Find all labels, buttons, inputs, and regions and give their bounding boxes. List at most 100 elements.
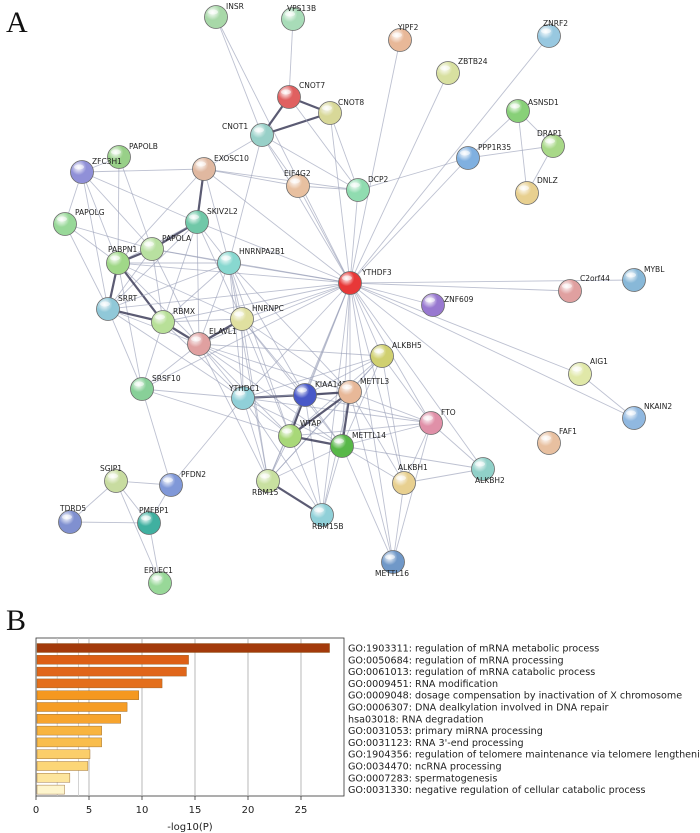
node-znf609[interactable]: ZNF609 — [421, 293, 474, 317]
node-fto[interactable]: FTO — [419, 408, 456, 435]
node-tdrd5[interactable]: TDRD5 — [58, 504, 87, 534]
node-pabpn1[interactable]: PABPN1 — [106, 245, 138, 275]
node-mettl16[interactable]: METTL16 — [375, 550, 409, 579]
edge-rbmx-ythdf3 — [162, 282, 351, 323]
edge-vps13b-cnot7 — [288, 18, 294, 98]
node-rbmx[interactable]: RBMX — [151, 307, 195, 334]
node-hnrnpc[interactable]: HNRNPC — [230, 304, 284, 331]
node-srrt[interactable]: SRRT — [96, 294, 138, 321]
bar-5 — [36, 690, 139, 700]
node-highlight — [385, 554, 395, 560]
edge-skiv2l2-ythdf3 — [196, 221, 351, 284]
node-sgip1[interactable]: SGIP1 — [100, 464, 128, 493]
node-label: SRSF10 — [152, 374, 181, 383]
node-alkbh2[interactable]: ALKBH2 — [471, 457, 506, 486]
node-papolg[interactable]: PAPOLG — [53, 208, 105, 236]
node-zbtb24[interactable]: ZBTB24 — [436, 57, 488, 85]
edge-hnrnpa2b1-elavl1 — [198, 262, 230, 345]
node-circle — [421, 293, 445, 317]
node-rbm15[interactable]: RBM15 — [252, 469, 280, 498]
node-label: RBMX — [173, 307, 195, 316]
node-elavl1[interactable]: ELAVL1 — [187, 327, 238, 356]
node-zfc3h1[interactable]: ZFC3H1 — [70, 157, 123, 184]
term-labels: GO:1903311: regulation of mRNA metabolic… — [348, 644, 700, 797]
edge-ythdc1-rbm15b — [242, 397, 323, 516]
node-exosc10[interactable]: EXOSC10 — [192, 154, 250, 181]
node-circle — [278, 424, 302, 448]
edge-ythdf3-rbm15 — [267, 282, 351, 482]
edge-fto-mettl16 — [392, 422, 432, 563]
node-label: MYBL — [644, 265, 665, 274]
edge-srsf10-pfdn2 — [141, 388, 172, 486]
node-c2orf44[interactable]: C2orf44 — [558, 274, 611, 303]
node-wtap[interactable]: WTAP — [278, 419, 322, 448]
node-label: ERLEC1 — [144, 566, 173, 575]
node-skiv2l2[interactable]: SKIV2L2 — [185, 207, 238, 234]
node-drap1[interactable]: DRAP1 — [537, 129, 565, 158]
node-alkbh5[interactable]: ALKBH5 — [370, 341, 423, 368]
node-circle — [558, 279, 582, 303]
edge-zfc3h1-exosc10 — [81, 168, 205, 173]
edge-mettl3-wtap — [289, 391, 351, 437]
edge-elavl1-ythdf3 — [198, 282, 351, 345]
node-aig1[interactable]: AIG1 — [568, 357, 609, 386]
node-highlight — [108, 473, 118, 479]
node-circle — [330, 434, 354, 458]
edge-papolb-pabpn1 — [117, 156, 120, 264]
node-circle — [70, 160, 94, 184]
node-label: DCP2 — [368, 175, 389, 184]
node-kiaa1429[interactable]: KIAA1429 — [293, 380, 352, 407]
edge-yipf2-ythdf3 — [349, 39, 401, 284]
node-label: TDRD5 — [59, 504, 86, 513]
node-cnot7[interactable]: CNOT7 — [277, 81, 326, 109]
node-rbm15b[interactable]: RBM15B — [310, 503, 344, 532]
edge-exosc10-ythdf3 — [203, 168, 351, 284]
node-hnrnpa2b1[interactable]: HNRNPA2B1 — [217, 247, 286, 275]
node-znrf2[interactable]: ZNRF2 — [537, 19, 569, 48]
node-label: ALKBH2 — [475, 476, 505, 485]
node-label: YTHDF3 — [361, 268, 392, 277]
edge-exosc10-eif4g2 — [203, 168, 299, 187]
edge-zfc3h1-srrt — [81, 171, 109, 310]
node-mybl[interactable]: MYBL — [622, 265, 666, 292]
node-circle — [515, 181, 539, 205]
node-cnot1[interactable]: CNOT1 — [222, 122, 274, 147]
node-papolb[interactable]: PAPOLB — [107, 142, 158, 169]
node-highlight — [334, 438, 344, 444]
network-nodes: INSR VPS13B YIPF2 ZNRF2ZBTB24CNOT7CNOT8CNOT… — [53, 2, 673, 595]
node-dcp2[interactable]: DCP2 — [346, 175, 389, 202]
node-ppp1r35[interactable]: PPP1R35 — [456, 143, 512, 170]
node-papola[interactable]: PAPOLA — [140, 234, 192, 261]
node-asnsd1[interactable]: ASNSD1 — [506, 98, 560, 123]
node-label: KIAA1429 — [315, 380, 352, 389]
node-alkbh1[interactable]: ALKBH1 — [392, 463, 429, 495]
node-yipf2[interactable]: YIPF2 — [388, 23, 419, 52]
edge-ythdf3-ythdc1 — [242, 282, 351, 399]
node-vps13b[interactable]: VPS13B — [281, 4, 317, 31]
term-label-12: GO:0007283: spermatogenesis — [348, 773, 497, 784]
term-label-11: GO:0034470: ncRNA processing — [348, 762, 502, 773]
node-eif4g2[interactable]: EIF4G2 — [284, 169, 311, 198]
node-mettl3[interactable]: METTL3 — [338, 377, 390, 404]
edge-rbmx-hnrnpa2b1 — [162, 262, 230, 323]
node-insr[interactable]: INSR — [204, 2, 244, 29]
node-srsf10[interactable]: SRSF10 — [130, 374, 181, 401]
node-nkain2[interactable]: NKAIN2 — [622, 402, 673, 430]
edge-mettl3-fto — [349, 391, 432, 424]
edge-ythdf3-alkbh1 — [349, 282, 405, 484]
node-erlec1[interactable]: ERLEC1 — [144, 566, 173, 595]
node-pfdn2[interactable]: PFDN2 — [159, 470, 207, 497]
node-mettl14[interactable]: METTL14 — [330, 431, 387, 458]
node-ythdc1[interactable]: YTHDC1 — [228, 384, 260, 410]
node-cnot8[interactable]: CNOT8 — [318, 98, 365, 125]
node-pmfbp1[interactable]: PMFBP1 — [137, 506, 169, 535]
edge-cnot8-ythdf3 — [329, 112, 351, 284]
node-ythdf3[interactable]: YTHDF3 — [338, 268, 392, 295]
edge-srrt-srsf10 — [107, 308, 143, 390]
node-faf1[interactable]: FAF1 — [537, 427, 578, 455]
edge-ythdf3-srsf10 — [141, 282, 351, 390]
term-label-13: GO:0031330: negative regulation of cellu… — [348, 785, 646, 796]
node-dnlz[interactable]: DNLZ — [515, 176, 558, 205]
node-label: PAPOLB — [129, 142, 158, 151]
